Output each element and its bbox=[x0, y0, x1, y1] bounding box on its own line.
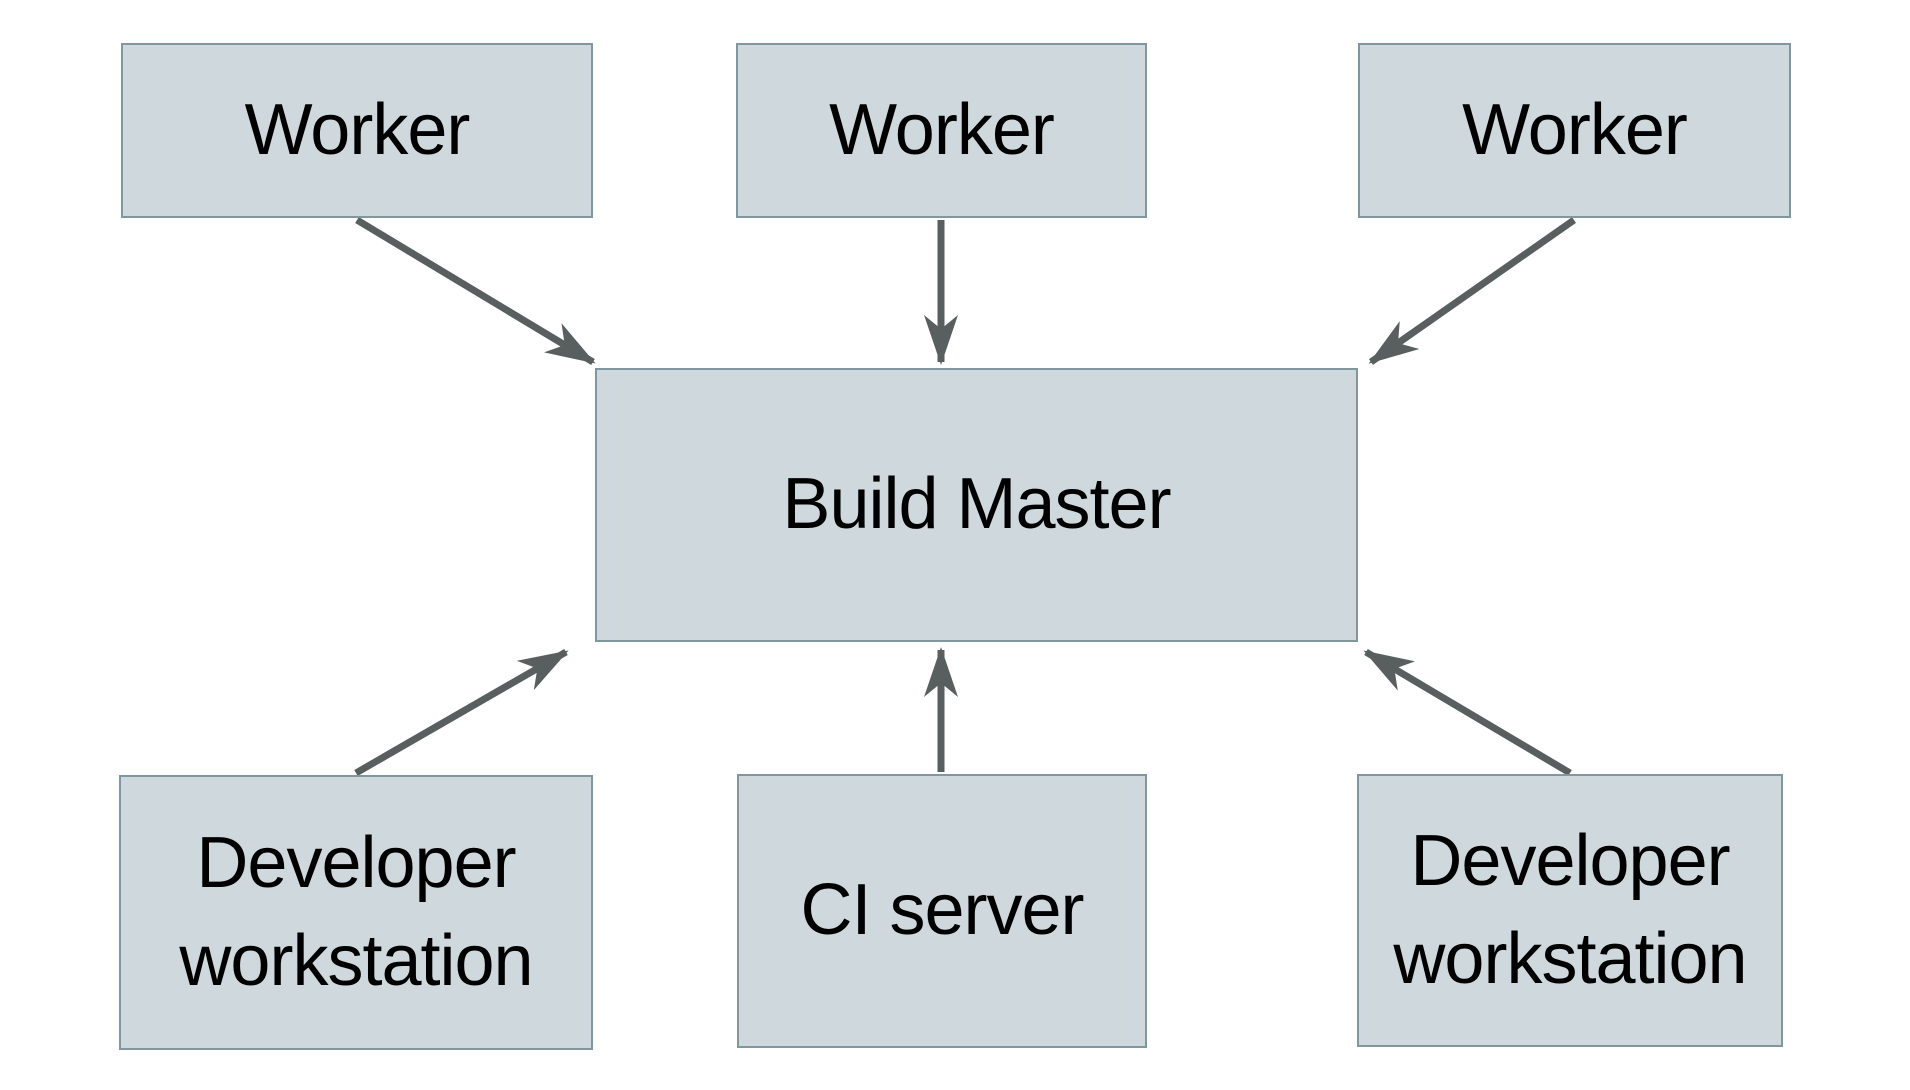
node-label: CI server bbox=[800, 870, 1084, 951]
node-build-master: Build Master bbox=[595, 368, 1358, 642]
edge-dev-left-to-build-master bbox=[354, 648, 569, 777]
node-label: Worker bbox=[829, 89, 1055, 170]
node-label: Worker bbox=[244, 89, 471, 170]
node-worker-1: Worker bbox=[121, 43, 593, 218]
node-label: Worker bbox=[1462, 89, 1688, 170]
edge-worker1-to-build-master bbox=[355, 217, 596, 365]
node-worker-3: Worker bbox=[1358, 43, 1791, 218]
node-label: Developer workstation bbox=[1393, 821, 1747, 999]
edge-worker3-to-build-master bbox=[1368, 217, 1577, 365]
node-ci-server: CI server bbox=[737, 774, 1147, 1048]
edge-dev-right-to-build-master bbox=[1363, 648, 1572, 777]
node-developer-workstation-right: Developer workstation bbox=[1357, 774, 1783, 1047]
node-label: Build Master bbox=[782, 464, 1171, 545]
node-developer-workstation-left: Developer workstation bbox=[119, 775, 593, 1050]
node-worker-2: Worker bbox=[736, 43, 1147, 218]
node-label: Developer workstation bbox=[179, 823, 533, 1001]
